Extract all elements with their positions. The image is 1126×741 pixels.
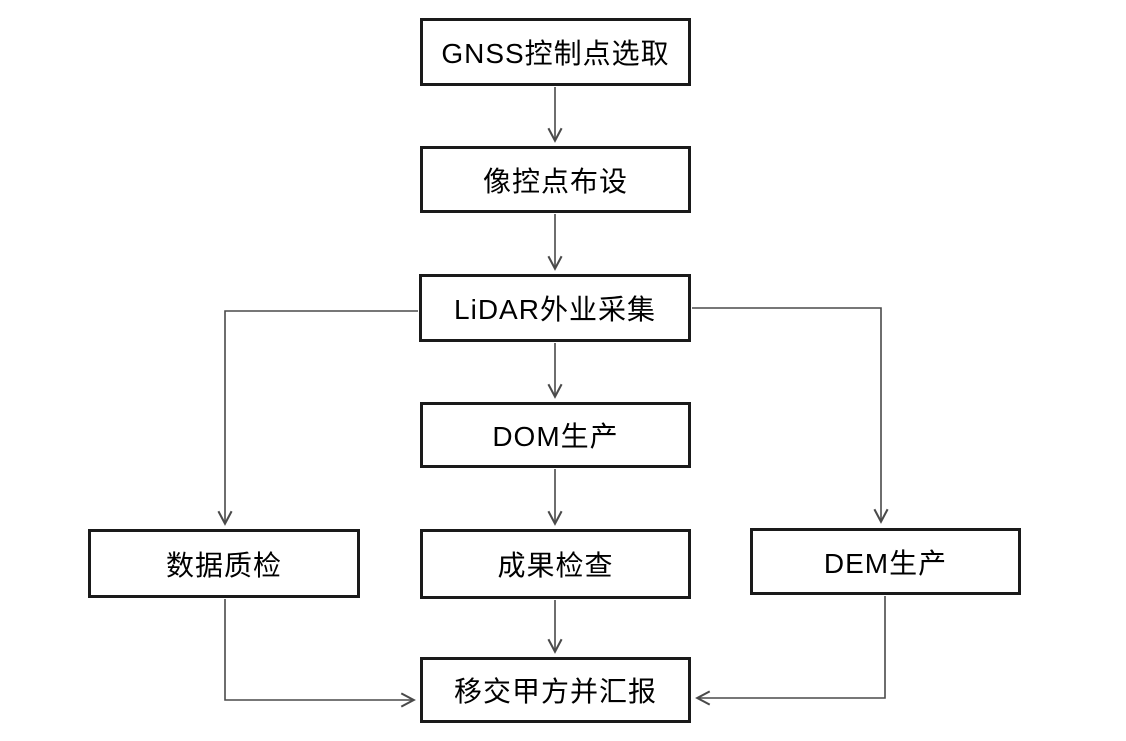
node-label: DOM生产 [492,421,619,452]
node-label: LiDAR外业采集 [454,294,656,325]
node-label: 成果检查 [497,550,614,581]
flowchart-node-dem-production: DEM生产 [750,528,1021,595]
flowchart-node-data-quality-check: 数据质检 [88,529,360,598]
flowchart-node-handover-and-report: 移交甲方并汇报 [420,657,691,723]
edge-dem-to-handover [695,596,886,706]
node-label: 数据质检 [165,549,282,581]
flowchart-node-dom-production: DOM生产 [420,402,691,468]
edge-lidar-to-quality [217,310,418,526]
flowchart-node-result-inspection: 成果检查 [420,529,691,599]
node-label: 移交甲方并汇报 [453,676,657,707]
node-label: 像控点布设 [482,165,628,197]
node-label: DEM生产 [823,547,948,579]
edge-lidar-to-dem [692,307,889,524]
edge-quality-to-handover [224,599,416,708]
node-label: GNSS控制点选取 [441,38,670,69]
flowchart-node-gnss-control-point-selection: GNSS控制点选取 [420,18,691,86]
flowchart-node-lidar-field-collection: LiDAR外业采集 [419,274,691,342]
flowchart-node-image-control-point-layout: 像控点布设 [420,146,691,213]
